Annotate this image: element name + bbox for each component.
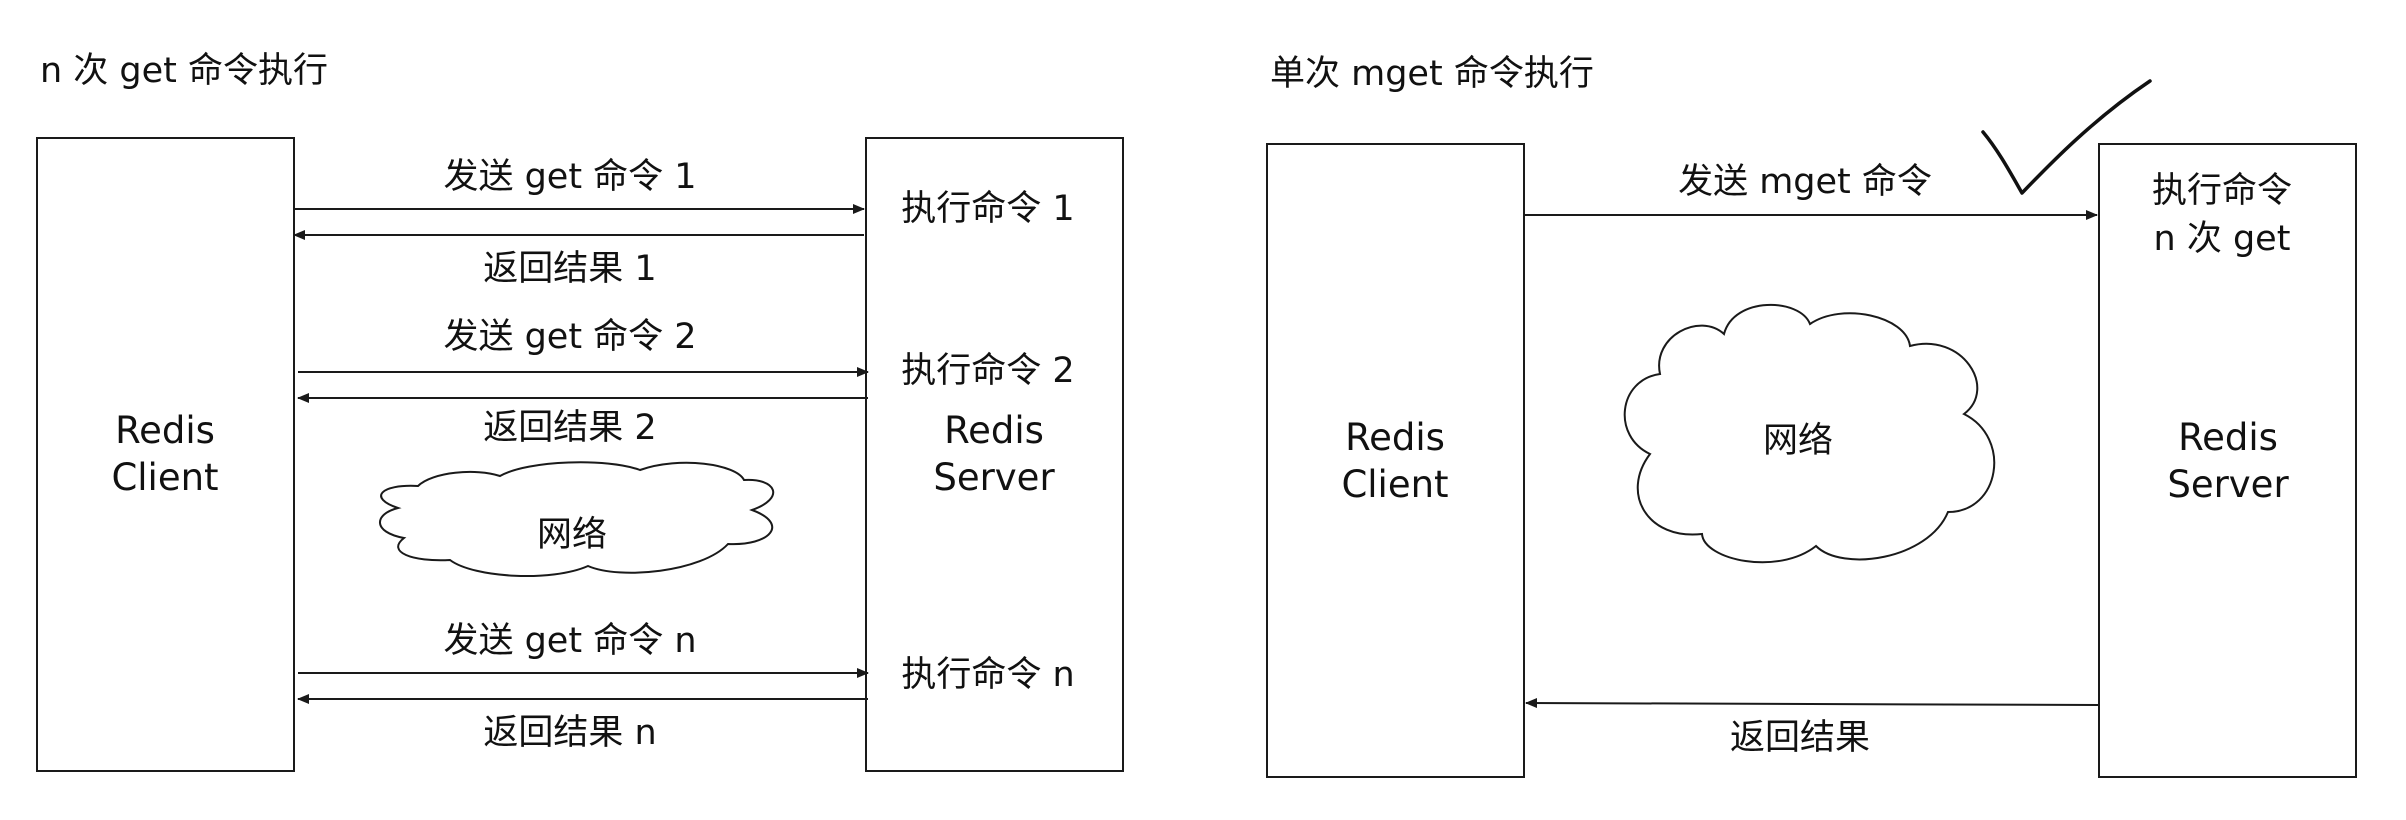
right-server-box: [2098, 143, 2357, 778]
left-exchange-2: 发送 get 命令 2 返回结果 2 执行命令 2: [297, 317, 1075, 448]
left-server-box: [865, 137, 1124, 772]
left-panel-title: n 次 get 命令执行: [40, 51, 328, 91]
send-label-1: 发送 get 命令 1: [443, 157, 696, 197]
right-server-label-line1: Redis: [2178, 416, 2278, 459]
right-client-label-line2: Client: [1341, 463, 1448, 506]
result-label-n: 返回结果 n: [483, 713, 656, 753]
right-client-box: [1266, 143, 1525, 778]
right-network-label: 网络: [1763, 421, 1833, 461]
mget-result-label: 返回结果: [1730, 718, 1870, 758]
right-network-cloud: [1623, 304, 1996, 564]
left-client-label-line2: Client: [111, 456, 218, 499]
left-server-label-line2: Server: [933, 456, 1055, 499]
left-client-box: [36, 137, 295, 772]
left-exchange-n: 发送 get 命令 n 返回结果 n 执行命令 n: [297, 621, 1075, 753]
send-label-n: 发送 get 命令 n: [443, 621, 696, 661]
mget-exec-label-line2: n 次 get: [2154, 219, 2291, 259]
checkmark-icon: [1981, 79, 2152, 195]
exec-label-1: 执行命令 1: [901, 189, 1074, 229]
exec-label-2: 执行命令 2: [901, 351, 1074, 391]
mget-result-arrow: [1525, 698, 2100, 709]
mget-exec-label-line1: 执行命令: [2152, 171, 2292, 211]
left-exchange-1: 发送 get 命令 1 返回结果 1 执行命令 1: [293, 157, 1075, 289]
right-client-label-line1: Redis: [1345, 416, 1445, 459]
left-network-cloud: [379, 461, 775, 577]
right-server-label-line2: Server: [2167, 463, 2289, 506]
left-server-label-line1: Redis: [944, 409, 1044, 452]
exec-label-n: 执行命令 n: [901, 655, 1074, 695]
right-panel-title: 单次 mget 命令执行: [1270, 54, 1594, 94]
right-panel: 单次 mget 命令执行 Redis Client Redis Server 发…: [1266, 54, 2357, 778]
send-label-2: 发送 get 命令 2: [443, 317, 696, 357]
left-panel: n 次 get 命令执行 Redis Client Redis Server 发…: [36, 51, 1124, 772]
mget-send-label: 发送 mget 命令: [1678, 162, 1932, 202]
result-label-2: 返回结果 2: [483, 408, 656, 448]
result-label-1: 返回结果 1: [483, 249, 656, 289]
left-network-label: 网络: [537, 515, 607, 555]
left-client-label-line1: Redis: [115, 409, 215, 452]
